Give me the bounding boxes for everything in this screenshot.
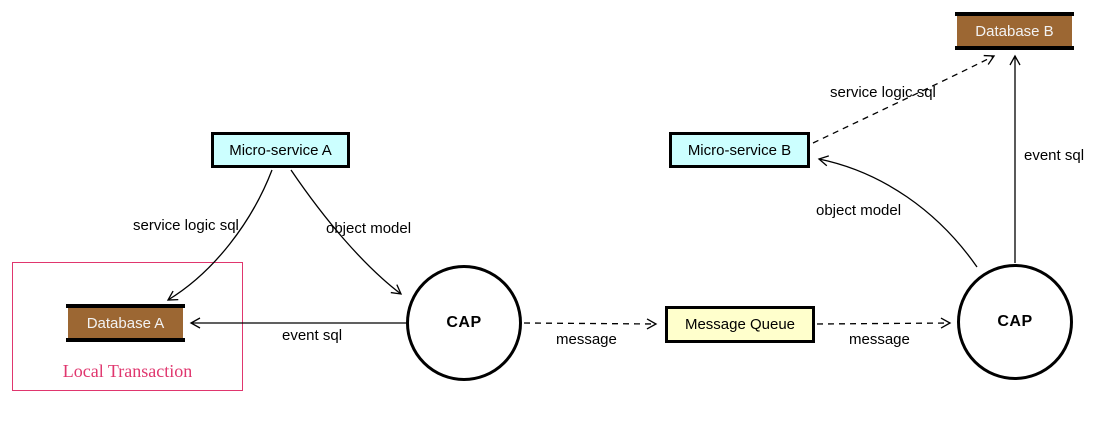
edge-label-message-left: message [556, 331, 617, 348]
node-cap-left: CAP [406, 265, 522, 381]
edge-label-event-sql-left: event sql [282, 327, 343, 344]
node-database-b: Database B [955, 12, 1074, 50]
edge-msB-to-dbB-service-logic-sql [812, 54, 996, 144]
edge-capB-to-msB-object-model [817, 155, 978, 268]
edge-msA-to-dbA-service-logic-sql [166, 169, 273, 301]
edge-queue-to-capB-message [816, 317, 952, 329]
node-micro-service-a: Micro-service A [211, 132, 350, 168]
edge-label-service-logic-sql-right: service logic sql [830, 84, 936, 101]
edge-msA-to-capA-object-model [290, 169, 403, 295]
edge-capA-to-queue-message [523, 318, 658, 330]
database-a-label: Database A [86, 314, 165, 332]
database-b-label: Database B [975, 22, 1054, 40]
edge-label-object-model-right: object model [816, 202, 902, 219]
cap-right-label: CAP [997, 313, 1033, 330]
edge-label-event-sql-right: event sql [1024, 147, 1085, 164]
node-message-queue: Message Queue [665, 306, 815, 343]
local-transaction-cluster [12, 262, 243, 391]
node-database-a: Database A [66, 304, 185, 342]
micro-service-b-label: Micro-service B [687, 141, 792, 159]
node-micro-service-b: Micro-service B [669, 132, 810, 168]
edge-label-service-logic-sql-left: service logic sql [133, 217, 239, 234]
cap-left-label: CAP [446, 314, 482, 331]
message-queue-label: Message Queue [684, 316, 796, 333]
edge-label-message-right: message [849, 331, 910, 348]
micro-service-a-label: Micro-service A [229, 141, 332, 159]
edge-label-object-model-left: object model [326, 220, 412, 237]
node-cap-right: CAP [957, 264, 1073, 380]
local-transaction-label: Local Transaction [62, 361, 193, 381]
